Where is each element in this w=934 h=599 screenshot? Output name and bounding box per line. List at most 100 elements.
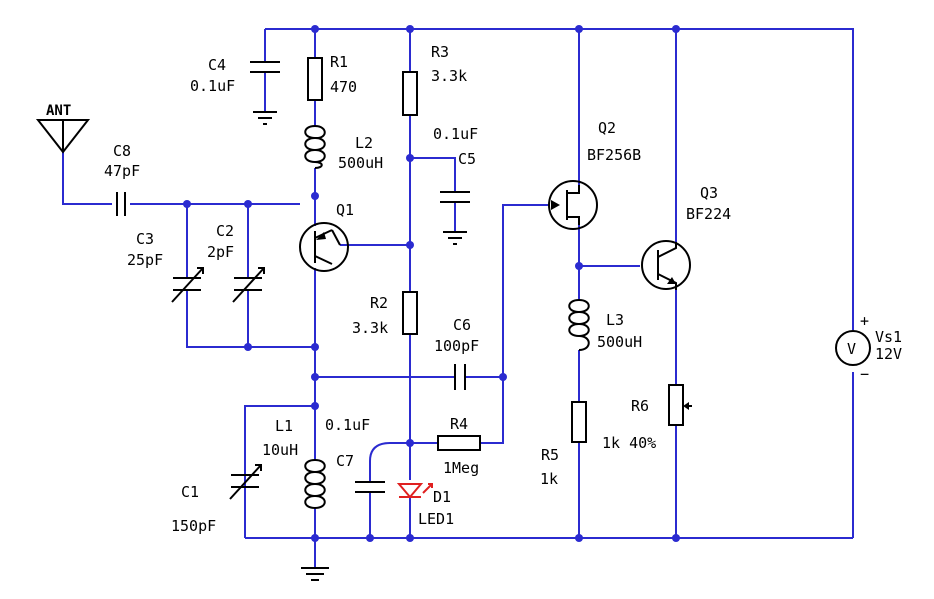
c3-variable-capacitor: [171, 267, 204, 303]
q2-label: Q2: [598, 119, 616, 137]
top-rail: [265, 28, 854, 330]
q2-jfet: [548, 180, 598, 230]
l3-value: 500uH: [597, 333, 642, 351]
junction-dot: [244, 343, 252, 351]
c2-value: 2pF: [207, 243, 234, 261]
vs1-label: Vs1: [875, 328, 902, 346]
q1-transistor: [299, 222, 349, 272]
junction-dot: [311, 192, 319, 200]
l1-inductor: [304, 459, 326, 510]
c3-bottom-wire: [186, 290, 315, 348]
q1-label: Q1: [336, 201, 354, 219]
junction-dot: [406, 534, 414, 542]
vs1-minus: −: [860, 365, 869, 383]
ground-icon: [443, 231, 467, 245]
c8-value: 47pF: [104, 162, 140, 180]
junction-dot: [406, 154, 414, 162]
r2-resistor: [402, 291, 418, 335]
c7-capacitor: [355, 481, 385, 493]
junction-dot: [366, 534, 374, 542]
l3-label: L3: [606, 311, 624, 329]
c7-top-wire: [369, 442, 410, 482]
c5-value: 0.1uF: [433, 125, 478, 143]
d1-led: [396, 483, 433, 499]
q3-value: BF224: [686, 205, 731, 223]
junction-dot: [499, 373, 507, 381]
r4-value: 1Meg: [443, 459, 479, 477]
r3-value: 3.3k: [431, 67, 467, 85]
l2-inductor: [304, 125, 326, 169]
c8-label: C8: [113, 142, 131, 160]
junction-dot: [311, 373, 319, 381]
d1-value: LED1: [418, 510, 454, 528]
junction-dot: [406, 439, 414, 447]
junction-dot: [311, 402, 319, 410]
r2-label: R2: [370, 294, 388, 312]
junction-dot: [311, 534, 319, 542]
vs1-plus: +: [860, 312, 869, 330]
q3-label: Q3: [700, 184, 718, 202]
junction-dot: [406, 241, 414, 249]
r5-label: R5: [541, 446, 559, 464]
r4-resistor: [437, 435, 481, 451]
c4-label: C4: [208, 56, 226, 74]
junction-dot: [575, 25, 583, 33]
c4-value: 0.1uF: [190, 77, 235, 95]
c1-variable-capacitor: [229, 464, 262, 500]
c1-value: 150pF: [171, 517, 216, 535]
l2-label: L2: [355, 134, 373, 152]
c7-value: 0.1uF: [325, 416, 370, 434]
c7-label: C7: [336, 452, 354, 470]
wires: [62, 28, 854, 568]
c1-label: C1: [181, 483, 199, 501]
junction-dot: [183, 200, 191, 208]
junction-dot: [575, 534, 583, 542]
c2-label: C2: [216, 222, 234, 240]
junction-dots: [183, 25, 680, 542]
junction-dot: [575, 262, 583, 270]
r1-value: 470: [330, 78, 357, 96]
r2-value: 3.3k: [352, 319, 388, 337]
l2-value: 500uH: [338, 154, 383, 172]
r1-resistor: [307, 57, 323, 101]
c6-value: 100pF: [434, 337, 479, 355]
vs1-symbol: V: [847, 340, 856, 358]
ground-icon: [301, 567, 329, 581]
c6-label: C6: [453, 316, 471, 334]
l1-value: 10uH: [262, 441, 298, 459]
vs1-value: 12V: [875, 345, 902, 363]
r1-label: R1: [330, 53, 348, 71]
l1-label: L1: [275, 417, 293, 435]
r3-resistor: [402, 71, 418, 116]
c5-wire: [410, 157, 456, 192]
r4-right-wire: [480, 204, 548, 444]
ground-icon: [253, 111, 277, 125]
r5-resistor: [571, 401, 587, 443]
antenna-symbol: [35, 119, 91, 154]
ant-wire: [62, 152, 112, 205]
junction-dot: [672, 25, 680, 33]
c5-capacitor: [440, 191, 470, 203]
c8-capacitor: [116, 192, 126, 216]
q2-value: BF256B: [587, 146, 641, 164]
c3-value: 25pF: [127, 251, 163, 269]
antenna-label: ANT: [46, 103, 71, 119]
d1-label: D1: [433, 488, 451, 506]
c1-wire: [244, 405, 315, 538]
junction-dot: [406, 25, 414, 33]
r5-value: 1k: [540, 470, 558, 488]
q3-transistor: [641, 240, 691, 290]
c5-label: C5: [458, 150, 476, 168]
r6-label: R6: [631, 397, 649, 415]
junction-dot: [311, 25, 319, 33]
r4-label: R4: [450, 415, 468, 433]
c3-label: C3: [136, 230, 154, 248]
r3-label: R3: [431, 43, 449, 61]
junction-dot: [244, 200, 252, 208]
c6-capacitor: [454, 364, 466, 390]
junction-dot: [672, 534, 680, 542]
r6-value: 1k 40%: [602, 434, 656, 452]
l3-inductor: [568, 299, 590, 351]
